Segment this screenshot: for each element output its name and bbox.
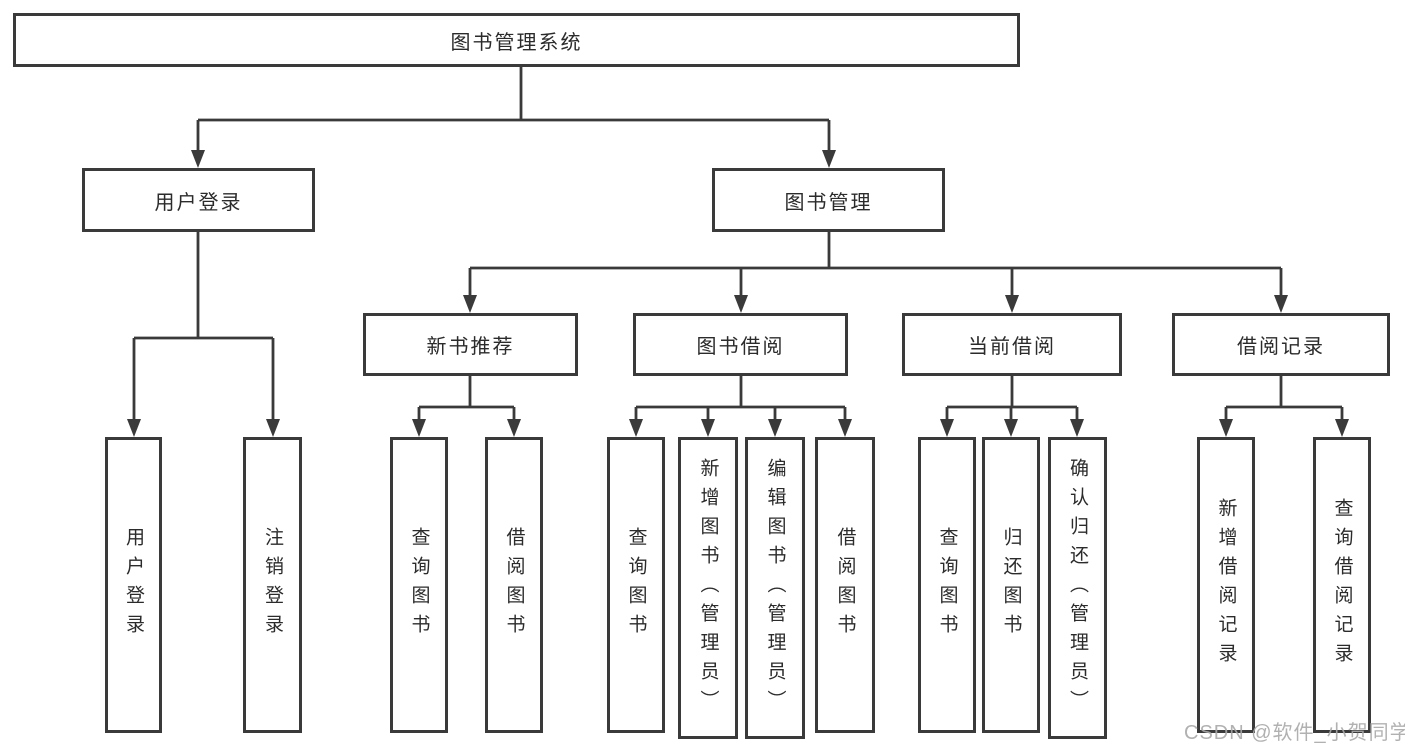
arrowhead-icon — [1005, 295, 1019, 313]
node-label-leaf-user-login: 用户登录 — [123, 527, 144, 643]
arrowhead-icon — [412, 419, 426, 437]
arrowhead-icon — [940, 419, 954, 437]
node-label-root: 图书管理系统 — [450, 31, 583, 54]
node-leaf-borrow-book-1: 借阅图书 — [485, 437, 543, 733]
arrowhead-icon — [1219, 419, 1233, 437]
node-label-current-borrowing: 当前借阅 — [968, 336, 1056, 358]
node-label-leaf-add-book-admin: 新增图书（管理员） — [697, 457, 719, 719]
node-current-borrowing: 当前借阅 — [902, 313, 1122, 376]
node-leaf-query-book-3: 查询图书 — [918, 437, 976, 733]
node-leaf-logout: 注销登录 — [243, 437, 302, 733]
arrowhead-icon — [768, 419, 782, 437]
node-label-leaf-query-book-1: 查询图书 — [408, 527, 430, 643]
node-label-book-management: 图书管理 — [784, 191, 873, 214]
node-leaf-query-book-1: 查询图书 — [390, 437, 448, 733]
arrowhead-icon — [1004, 419, 1018, 437]
node-leaf-borrow-book-2: 借阅图书 — [815, 437, 875, 733]
node-label-leaf-query-borrow-record: 查询借阅记录 — [1331, 498, 1353, 672]
node-label-leaf-borrow-book-2: 借阅图书 — [834, 527, 856, 643]
node-label-borrowing-records: 借阅记录 — [1237, 336, 1325, 358]
arrowhead-icon — [838, 419, 852, 437]
arrowhead-icon — [701, 419, 715, 437]
node-book-management: 图书管理 — [712, 168, 945, 232]
arrowhead-icon — [191, 150, 205, 168]
node-user-login: 用户登录 — [82, 168, 315, 232]
node-leaf-query-book-2: 查询图书 — [607, 437, 665, 733]
node-label-leaf-query-book-3: 查询图书 — [936, 527, 958, 643]
arrowhead-icon — [822, 150, 836, 168]
node-label-leaf-borrow-book-1: 借阅图书 — [503, 527, 525, 643]
node-leaf-user-login: 用户登录 — [105, 437, 162, 733]
node-leaf-edit-book-admin: 编辑图书（管理员） — [745, 437, 805, 739]
arrowhead-icon — [629, 419, 643, 437]
arrowhead-icon — [266, 419, 280, 437]
node-label-user-login: 用户登录 — [154, 191, 243, 214]
node-label-leaf-return-book: 归还图书 — [1000, 527, 1022, 643]
node-label-book-borrowing: 图书借阅 — [696, 336, 785, 358]
node-borrowing-records: 借阅记录 — [1172, 313, 1390, 376]
arrowhead-icon — [1070, 419, 1084, 437]
arrowhead-icon — [1335, 419, 1349, 437]
arrowhead-icon — [734, 295, 748, 313]
arrowhead-icon — [507, 419, 521, 437]
node-book-borrowing: 图书借阅 — [633, 313, 848, 376]
node-leaf-return-book: 归还图书 — [982, 437, 1040, 733]
node-label-leaf-query-book-2: 查询图书 — [625, 527, 647, 643]
node-new-book-recommend: 新书推荐 — [363, 313, 578, 376]
node-label-leaf-confirm-return-admin: 确认归还（管理员） — [1067, 457, 1088, 719]
csdn-watermark: CSDN @软件_小贺同学 — [1184, 722, 1405, 744]
node-label-leaf-edit-book-admin: 编辑图书（管理员） — [764, 457, 786, 719]
arrowhead-icon — [127, 419, 141, 437]
node-label-leaf-add-borrow-record: 新增借阅记录 — [1215, 498, 1237, 672]
node-leaf-add-book-admin: 新增图书（管理员） — [678, 437, 738, 739]
arrowhead-icon — [1274, 295, 1288, 313]
node-leaf-add-borrow-record: 新增借阅记录 — [1197, 437, 1255, 733]
node-label-leaf-logout: 注销登录 — [262, 527, 283, 643]
node-leaf-query-borrow-record: 查询借阅记录 — [1313, 437, 1371, 733]
node-leaf-confirm-return-admin: 确认归还（管理员） — [1048, 437, 1107, 739]
arrowhead-icon — [463, 295, 477, 313]
node-root: 图书管理系统 — [13, 13, 1020, 67]
node-label-new-book-recommend: 新书推荐 — [426, 336, 515, 358]
